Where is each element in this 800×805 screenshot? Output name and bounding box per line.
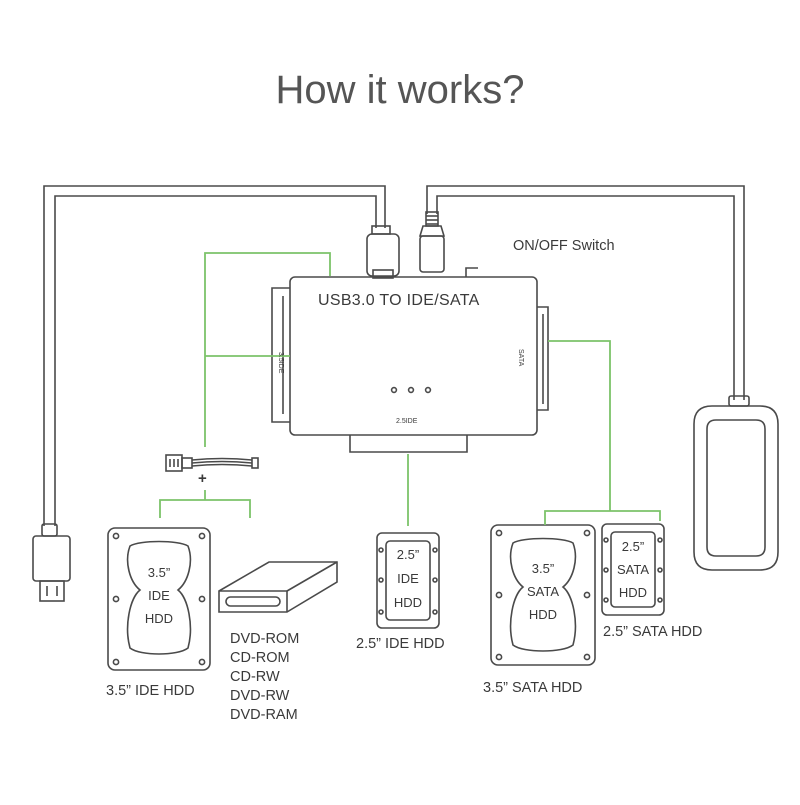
drive-type-label: HDD <box>618 585 648 600</box>
hdd-icon <box>490 524 596 666</box>
adapter-port-right: SATA <box>517 349 524 367</box>
optical-item: DVD-RW <box>230 688 290 704</box>
hdd-icon <box>376 532 440 629</box>
connector-lines <box>159 252 661 526</box>
drive-interface-label: SATA <box>526 584 560 599</box>
adapter-port-bottom: 2.5IDE <box>396 418 418 425</box>
optical-drive-icon <box>218 561 338 613</box>
adapter-port-left: 3.5IDE <box>277 352 284 374</box>
plus-sign: + <box>198 470 207 487</box>
power-cable <box>426 185 745 400</box>
usb-cable <box>43 185 386 526</box>
optical-item: CD-RW <box>230 669 280 685</box>
drive-type-label: HDD <box>144 611 174 626</box>
drive-size-label: 3.5” <box>531 561 555 576</box>
usb-connector-icon <box>366 225 400 279</box>
power-adapter-icon <box>693 395 779 571</box>
drive-interface-label: SATA <box>616 562 650 577</box>
drive-caption: 3.5” IDE HDD <box>106 683 195 699</box>
drive-type-label: HDD <box>528 607 558 622</box>
switch-label: ON/OFF Switch <box>513 238 615 254</box>
optical-item: CD-ROM <box>230 650 290 666</box>
power-plug-icon <box>418 211 446 273</box>
drive-size-label: 2.5” <box>621 539 645 554</box>
drive-size-label: 3.5” <box>147 565 171 580</box>
drive-size-label: 2.5” <box>396 547 420 562</box>
usb-plug-icon <box>32 523 71 602</box>
drive-type-label: HDD <box>393 595 423 610</box>
page-title: How it works? <box>275 68 525 112</box>
drive-interface-label: IDE <box>397 571 419 586</box>
drive-caption: 2.5” SATA HDD <box>603 624 703 640</box>
hdd-icon <box>601 523 665 616</box>
hdd-icon <box>107 527 211 671</box>
drive-caption: 2.5” IDE HDD <box>356 636 445 652</box>
drive-interface-label: IDE <box>148 588 170 603</box>
drive-caption: 3.5” SATA HDD <box>483 680 583 696</box>
molex-cable-icon <box>165 454 259 472</box>
optical-item: DVD-RAM <box>230 707 298 723</box>
optical-item: DVD-ROM <box>230 631 300 647</box>
adapter-name: USB3.0 TO IDE/SATA <box>318 292 480 309</box>
